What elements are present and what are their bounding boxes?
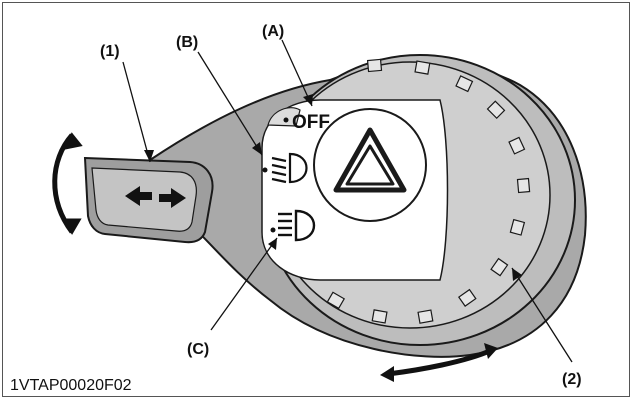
dial-rotation-arrow-icon <box>387 347 494 377</box>
figure-code: 1VTAP00020F02 <box>10 377 132 394</box>
callout-2: (2) <box>562 371 582 388</box>
off-position-label: OFF <box>292 112 330 133</box>
hazard-warning-triangle-icon <box>333 127 407 193</box>
callout-c: (C) <box>187 341 209 358</box>
headlight-high-beam-icon <box>278 209 315 242</box>
hazard-button[interactable] <box>313 108 427 222</box>
position-indicator-notch <box>267 107 301 127</box>
callout-b: (B) <box>176 34 198 51</box>
headlight-low-beam-icon <box>271 152 308 184</box>
callout-leader-lines <box>122 39 573 363</box>
callout-a: (A) <box>262 23 284 40</box>
callout-1: (1) <box>100 43 120 60</box>
left-right-arrows-icon <box>125 186 186 208</box>
dial-knurl-tabs <box>326 58 531 324</box>
